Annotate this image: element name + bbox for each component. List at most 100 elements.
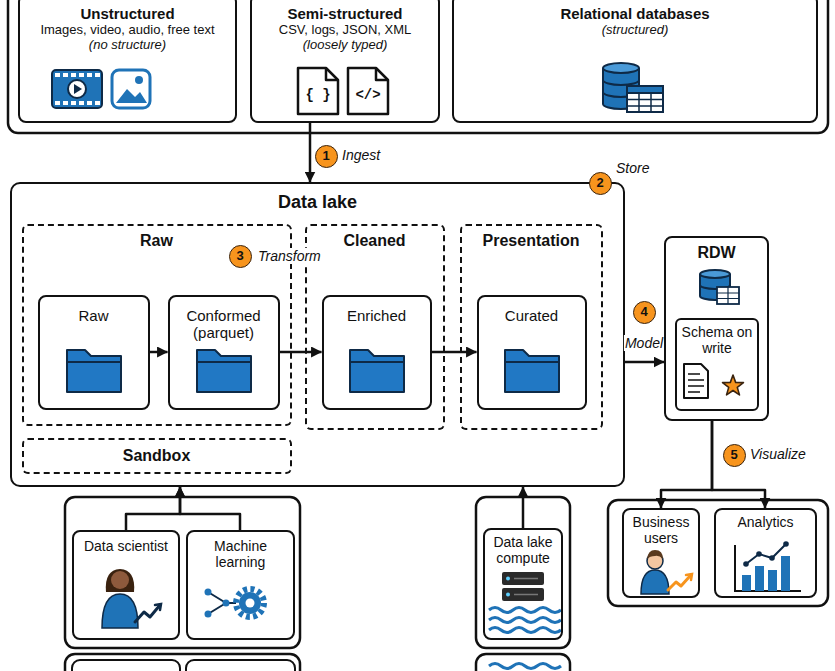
ml-icon — [246, 599, 255, 608]
schema-icon — [684, 364, 743, 398]
panel-frame — [72, 660, 180, 671]
database-icon — [627, 93, 663, 112]
panel-frame — [476, 654, 570, 671]
warehouse-icon — [717, 287, 739, 304]
folder-icon — [350, 350, 404, 392]
panel-frame — [65, 497, 300, 648]
data-lake-box: Data lakeRawRawConformed (parquet)Cleane… — [10, 182, 625, 487]
flow-arrow — [126, 487, 180, 530]
chart-icon — [746, 544, 786, 564]
flow-arrow — [309, 123, 312, 182]
folder-icon — [67, 350, 121, 392]
box-title: Unstructured — [20, 5, 235, 22]
ml-icon — [239, 592, 261, 614]
source-box: Semi-structuredCSV, logs, JSON, XML(loos… — [250, 0, 440, 123]
schema-icon — [688, 374, 704, 392]
panel-frame — [608, 500, 828, 606]
box-text: (loosely typed) — [252, 38, 438, 53]
zone-box: PresentationCurated — [460, 224, 603, 430]
flow-arrow — [150, 351, 168, 354]
callout-number: 2 — [589, 172, 612, 195]
box-title: Relational databases — [454, 5, 816, 22]
video-icon — [52, 70, 102, 108]
server-icon — [489, 664, 561, 669]
ml-icon — [236, 589, 264, 617]
user-icon — [641, 550, 692, 594]
warehouse-box: RDW Schema on write — [664, 236, 769, 421]
server-icon — [489, 572, 561, 669]
panel-frame — [186, 660, 295, 671]
user-icon — [641, 570, 669, 594]
box-title: Schema on write — [677, 324, 757, 356]
panel-frame — [65, 654, 300, 671]
scientist-icon — [135, 605, 160, 622]
role-box: Business users — [622, 508, 700, 598]
flow-arrow — [432, 351, 477, 354]
box-title: RDW — [666, 244, 767, 262]
database-icon — [603, 63, 663, 112]
server-icon — [489, 608, 561, 613]
folder-box: Raw — [38, 295, 150, 410]
callout-number: 1 — [315, 145, 338, 168]
folder-icon — [67, 350, 559, 392]
scientist-icon — [102, 569, 161, 628]
folder-icon — [197, 350, 251, 392]
video-icon — [74, 84, 82, 94]
panel-frame — [8, 0, 828, 133]
callout-number: 3 — [229, 245, 252, 268]
server-icon — [514, 579, 538, 595]
image-icon — [112, 70, 150, 108]
image-icon — [112, 70, 150, 108]
box-text: (structured) — [454, 23, 816, 38]
video-icon — [52, 70, 102, 108]
box-text: CSV, logs, JSON, XML — [252, 23, 438, 38]
folder-box: Conformed (parquet) — [168, 295, 280, 410]
image-icon — [135, 76, 143, 84]
box-title: Presentation — [462, 232, 601, 250]
box-title: Cleaned — [307, 232, 443, 250]
user-icon — [647, 550, 663, 559]
role-box: Data scientist — [72, 530, 180, 640]
ml-icon — [205, 611, 212, 618]
box-text: (no structure) — [20, 38, 235, 53]
ml-icon — [223, 600, 230, 607]
flow-arrow — [661, 421, 712, 508]
box-title: Business users — [624, 514, 698, 546]
ml-icon — [208, 592, 236, 614]
role-box: Machine learning — [186, 530, 295, 640]
flow-arrow — [180, 487, 240, 530]
document-icon — [298, 68, 338, 114]
edge-label: Visualize — [749, 446, 807, 462]
box-title: Analytics — [716, 514, 815, 530]
callout-number: 4 — [633, 301, 656, 324]
box-title: Raw — [40, 307, 148, 324]
box-title: Enriched — [324, 307, 430, 324]
flow-arrow — [522, 487, 525, 528]
video-icon — [68, 80, 86, 98]
database-icon — [627, 86, 663, 112]
chart-icon — [743, 561, 749, 567]
sandbox-zone: Sandbox — [22, 438, 292, 474]
chart-icon — [742, 575, 751, 591]
flow-arrow — [625, 361, 664, 364]
folder-box: Enriched — [322, 295, 432, 410]
scientist-icon — [111, 571, 129, 589]
user-icon — [686, 574, 692, 580]
box-title: Data scientist — [74, 538, 178, 554]
box-title: Sandbox — [24, 447, 290, 465]
chart-icon — [735, 541, 801, 591]
chart-icon — [768, 570, 777, 591]
role-box: Data lake compute — [483, 528, 563, 640]
server-icon — [506, 593, 510, 597]
box-title: Conformed (parquet) — [170, 307, 278, 342]
box-title: Curated — [479, 307, 585, 324]
document-icon — [348, 68, 388, 114]
image-icon — [116, 89, 147, 103]
server-icon — [489, 628, 561, 633]
scientist-icon — [102, 594, 138, 628]
chart-icon — [783, 541, 789, 547]
box-title: Data lake — [12, 192, 623, 213]
zone-box: CleanedEnriched — [305, 224, 445, 430]
video-icon — [55, 101, 100, 105]
